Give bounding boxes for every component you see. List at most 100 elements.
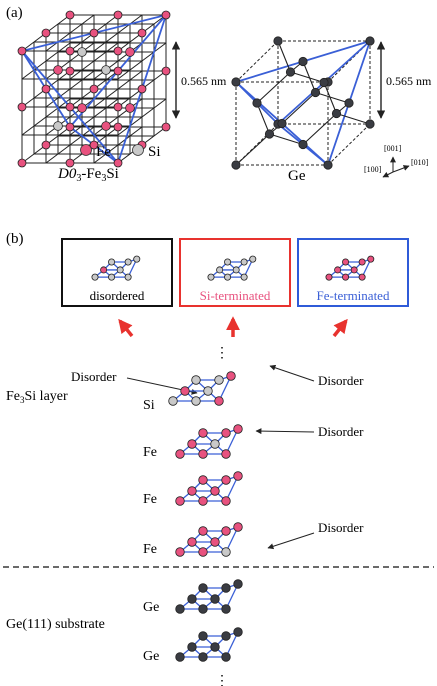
fe-atom	[113, 158, 123, 168]
mini-motif-disordered	[91, 255, 141, 281]
fe-atom	[342, 273, 350, 281]
si-atom	[210, 439, 220, 449]
fe3si-layer-label: Fe3Si layer	[6, 389, 68, 405]
fe-atom	[137, 84, 147, 94]
disorder-label-2: Disorder	[318, 373, 364, 388]
layer-ge-2	[175, 627, 243, 662]
fe-atom	[233, 471, 243, 481]
ge-atom	[198, 604, 208, 614]
fe-atom	[113, 102, 123, 112]
fe-atom	[53, 65, 63, 75]
fe-atom	[89, 140, 99, 150]
fe-atom	[89, 84, 99, 94]
layer-si	[168, 371, 236, 406]
fe-atom	[358, 273, 366, 281]
fe-atom	[187, 537, 197, 547]
red-arrow-left	[118, 318, 134, 338]
fe-atom	[161, 122, 171, 132]
ge-bond	[256, 102, 271, 135]
ge-atom	[210, 642, 220, 652]
ge-atom	[233, 579, 243, 589]
si-atom	[207, 273, 215, 281]
fe-atom	[175, 496, 185, 506]
ge-atom	[365, 119, 375, 129]
fe-atom	[65, 10, 75, 20]
ge-bond	[302, 61, 317, 93]
cube-grid-line	[117, 42, 167, 80]
box-si-terminated-label: Si-terminated	[200, 288, 271, 303]
panel-b-label: (b)	[6, 231, 24, 247]
box-disordered: disordered	[61, 238, 173, 307]
fe-atom	[65, 66, 75, 76]
ge-atom	[273, 36, 283, 46]
ge-bond	[336, 112, 371, 125]
row-label-fe-1: Fe	[143, 445, 157, 460]
ge-bond	[302, 113, 337, 145]
ge-atom	[319, 77, 329, 88]
si-atom	[224, 273, 232, 281]
mini-motif-si	[207, 255, 257, 281]
si-atom	[91, 273, 99, 281]
ge-atom	[221, 631, 231, 641]
fe-atom	[198, 475, 208, 485]
fe-atom	[65, 158, 75, 168]
fe-atom	[113, 46, 123, 56]
legend-fe-swatch	[80, 144, 92, 156]
fe3si-title: D03-Fe3Si	[57, 166, 119, 184]
ge-atom	[264, 129, 275, 139]
ge-bond	[323, 82, 338, 114]
ge-atom	[277, 118, 287, 129]
ge-atom	[323, 160, 333, 170]
mini-motif-fe	[325, 255, 375, 281]
ge-atom	[175, 652, 185, 662]
legend-fe-label: Fe	[96, 144, 111, 160]
fe-atom	[17, 102, 27, 112]
si-atom	[116, 266, 124, 274]
box-fe-terminated: Fe-terminated	[297, 238, 409, 307]
row-label-ge-2: Ge	[143, 649, 159, 664]
fe-atom	[221, 526, 231, 536]
ge-atom	[210, 594, 220, 604]
fe-atom	[198, 526, 208, 536]
ge-bond	[256, 71, 291, 104]
fe-atom	[65, 102, 75, 112]
fe-atom	[233, 424, 243, 434]
fe-atom	[210, 486, 220, 496]
legend-si-label: Si	[148, 144, 161, 160]
fe-atom	[198, 449, 208, 459]
ge-unit-cell	[231, 36, 375, 170]
si-atom	[240, 273, 248, 281]
ge-atom	[198, 631, 208, 641]
ge-bond	[281, 92, 316, 124]
ge-bond	[277, 40, 292, 73]
fe-atom	[226, 371, 236, 381]
fe-atom	[180, 386, 190, 396]
fe-atom	[17, 46, 27, 56]
ge-atom	[298, 56, 308, 67]
fe-atom	[161, 66, 171, 76]
scale-label-right: 0.565 nm	[386, 74, 432, 88]
si-atom	[53, 121, 63, 131]
ge-atom	[231, 160, 241, 170]
si-atom	[191, 375, 201, 385]
fe-atom	[175, 449, 185, 459]
disorder-annotations: Disorder Disorder Disorder Disorder	[71, 364, 364, 550]
fe-atom	[113, 10, 123, 20]
ge-atom	[187, 642, 197, 652]
axis-100: [100]	[364, 165, 382, 174]
disorder-label-1: Disorder	[71, 369, 117, 384]
fe-atom	[41, 140, 51, 150]
row-label-si: Si	[143, 398, 155, 413]
si-atom	[249, 255, 257, 263]
ge-atom	[187, 594, 197, 604]
fe-atom	[214, 396, 224, 406]
fe-atom	[233, 522, 243, 532]
ge-atom	[221, 652, 231, 662]
fe-atom	[113, 122, 123, 132]
ge-atom	[285, 67, 296, 77]
si-atom	[133, 255, 141, 263]
axis-001: [001]	[384, 144, 402, 153]
ge-atom	[221, 583, 231, 593]
fe-atom	[41, 28, 51, 38]
